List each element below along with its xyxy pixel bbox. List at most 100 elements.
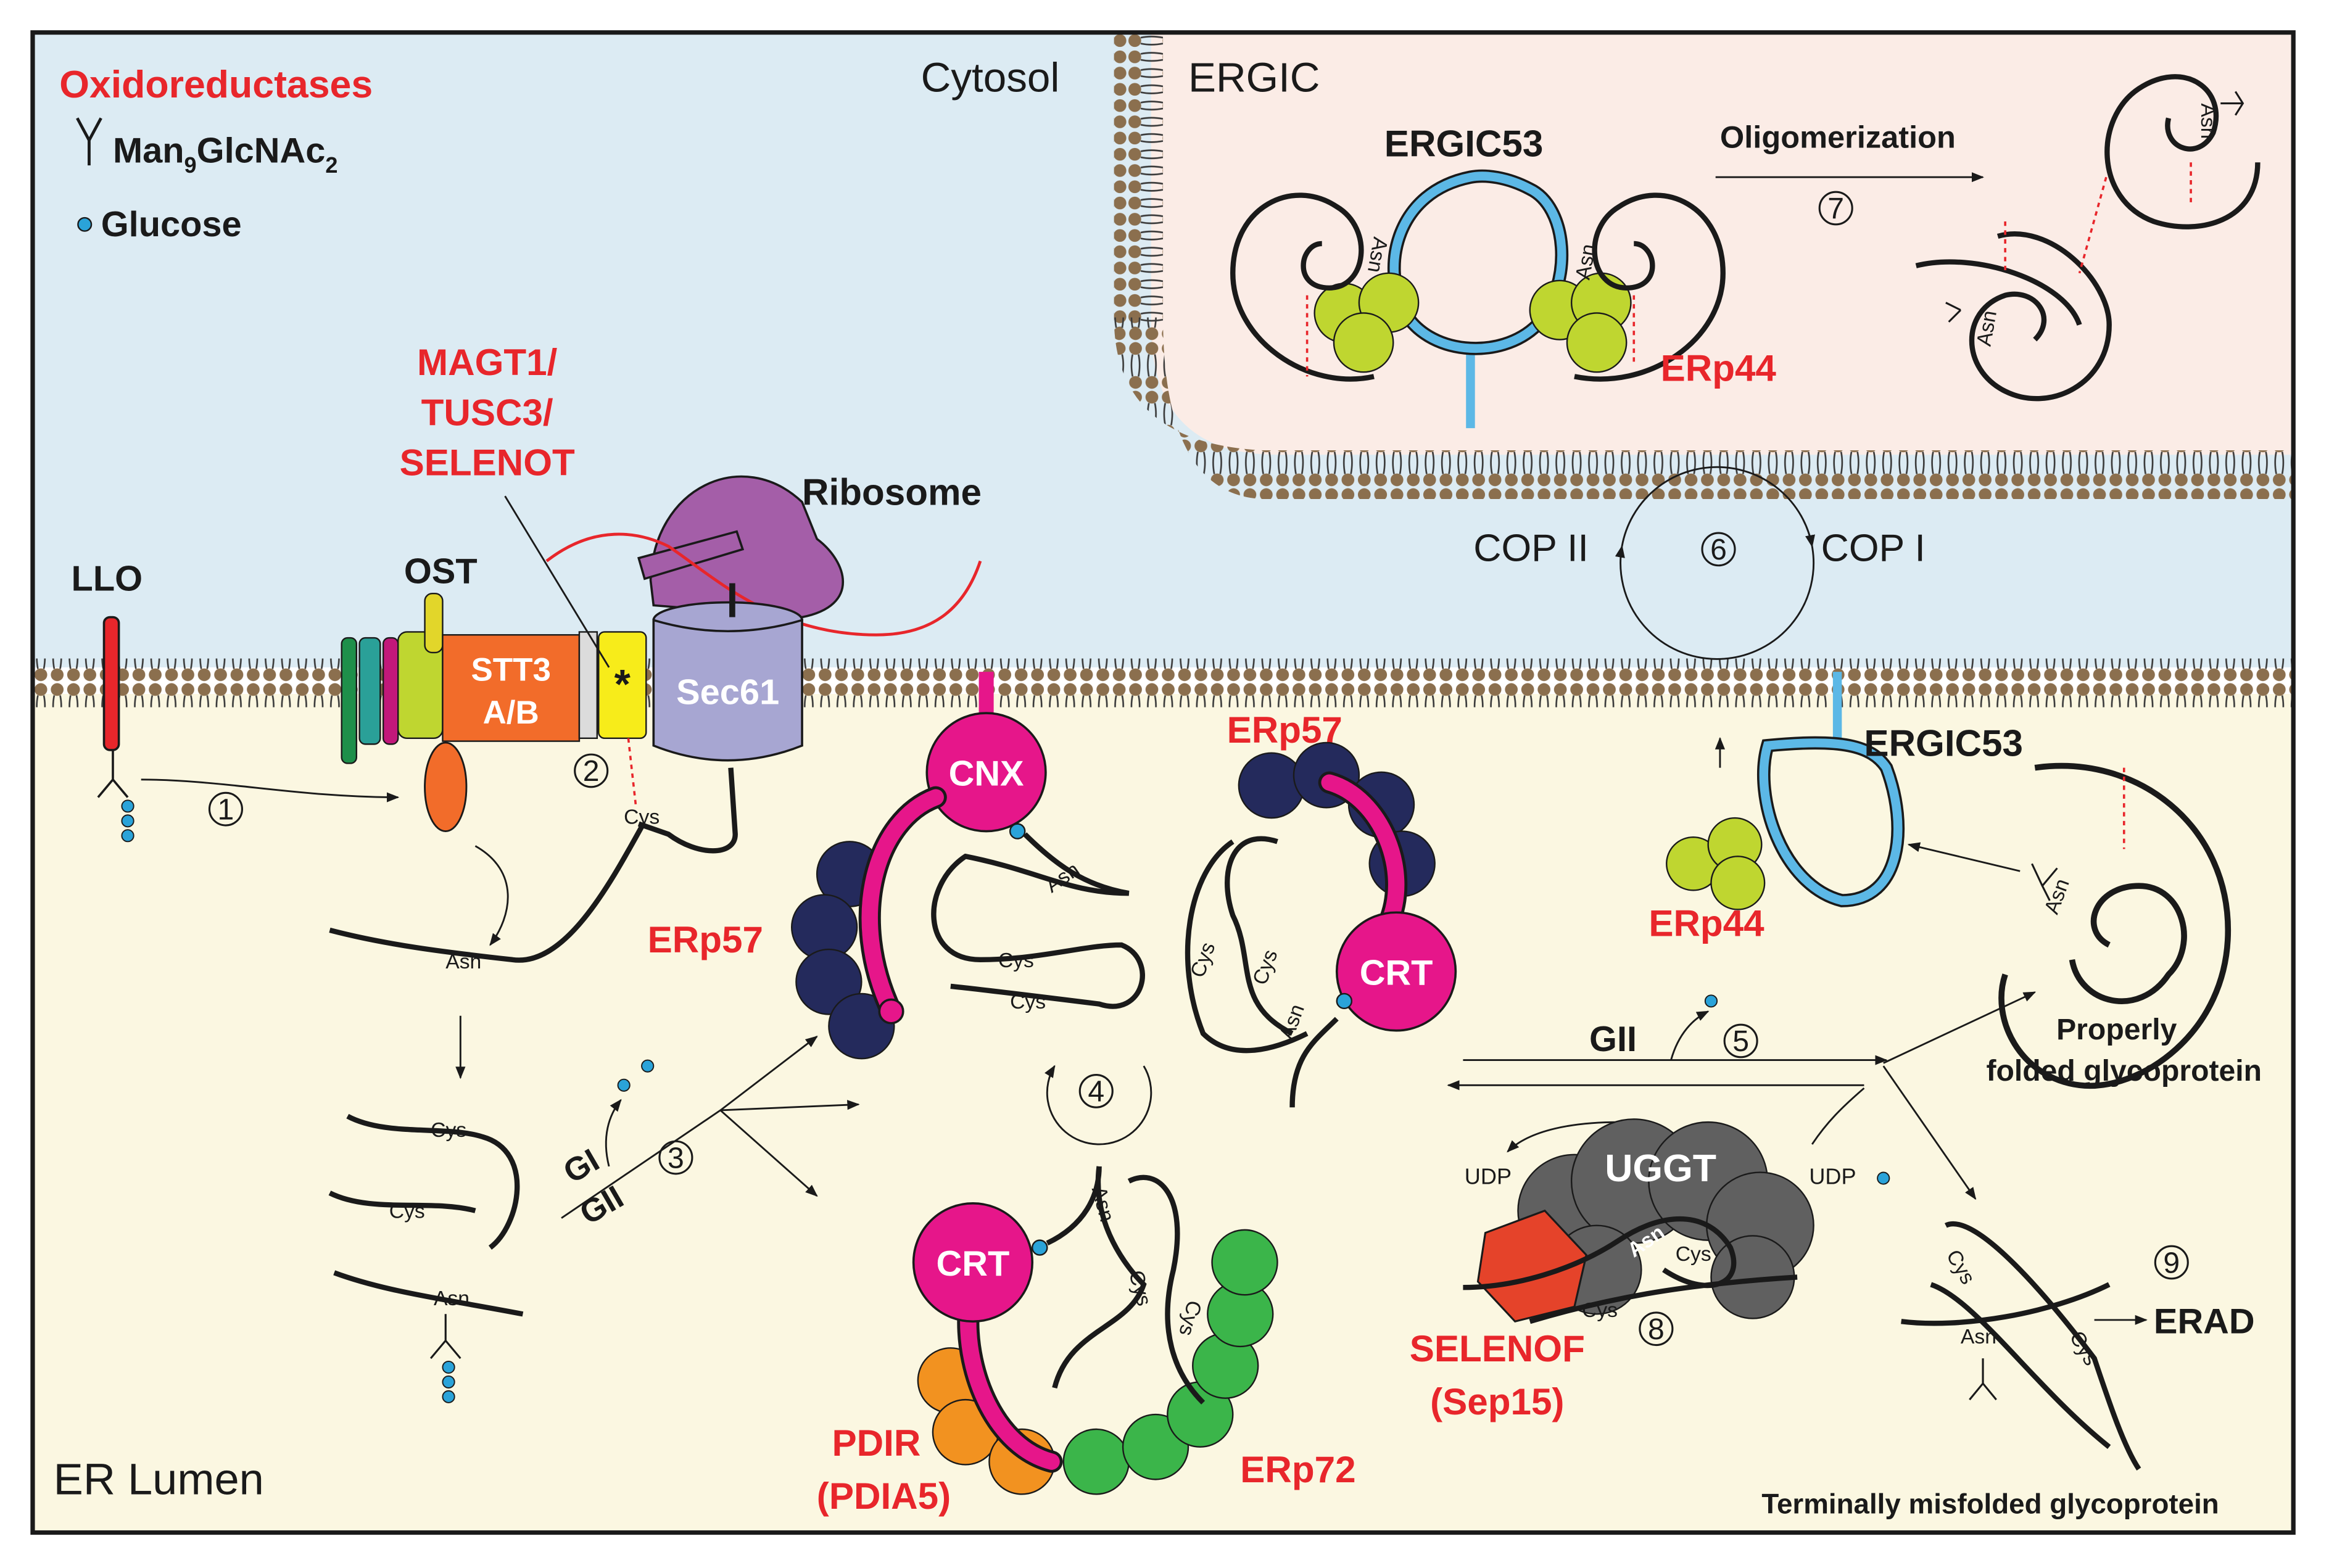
label-properly-line1: Properly [2056,1013,2177,1046]
ribosome [649,475,845,619]
cnx-p-tip [878,998,904,1025]
arrow-uggt-udp-left [1507,1121,1620,1153]
cop-cycle-top [1621,466,1815,548]
glucose-release-arrow-1 [605,1099,622,1167]
residue-cys-1: Cys [624,806,660,829]
label-selenof-line1: SELENOF [1410,1328,1585,1369]
unfolded-chain-1 [328,1113,524,1317]
oligomer-spiral-bottom [1969,231,2112,402]
residue-asn-8: Asn [1961,1326,1996,1348]
ergic-membrane-vertical [1114,32,1164,328]
legend-title: Oxidoreductases [59,64,373,106]
step-1-circle [208,791,243,827]
label-cnx: CNX [949,754,1024,794]
step-9-circle [2154,1245,2189,1280]
label-misfolded: Terminally misfolded glycoprotein [1761,1488,2219,1520]
crt-substrate-2 [1046,1166,1206,1405]
oligomer-disulfide-2 [2078,176,2108,274]
cnx-globular-domain [925,712,1047,833]
oligomer-spiral-top [2104,74,2261,229]
arrow-to-properly-folded [1883,991,2037,1064]
ost-subunit-green [341,637,358,764]
residue-cys-4: Cys [998,949,1034,972]
residue-asn-1: Asn [445,951,481,973]
cycle-4-arrow [1045,1065,1152,1145]
label-crt-2: CRT [937,1244,1010,1284]
label-stt3-line1: STT3 [471,652,550,688]
crt-glucose-1 [1336,992,1353,1010]
ost-subunit-magenta [382,637,399,745]
step-6: 6 [1710,534,1727,566]
label-stt3-line2: A/B [483,695,539,731]
label-ergic: ERGIC [1188,55,1320,101]
released-glucose-1 [617,1078,631,1092]
ergic-spiral-left [1230,192,1375,382]
label-magt1-line1: MAGT1/ [417,342,558,383]
label-properly-line2: folded glycoprotein [1986,1055,2262,1087]
released-glucose-2 [641,1059,655,1073]
step-9: 9 [2163,1247,2180,1279]
label-ost: OST [404,552,478,592]
erp44-ergic-left [1313,272,1420,373]
legend-glycan: Man9GlcNAc2 [113,131,337,178]
sec61-channel [652,618,803,762]
step-2-circle [574,753,609,788]
properly-folded-spiral [1998,762,2232,1089]
erp44-er [1666,817,1766,910]
glycosylated-chain [329,825,644,963]
ergic-spiral-right [1574,192,1726,382]
ergic53-ring-er-fill [1759,738,1903,906]
step-7-circle [1818,191,1853,226]
released-glucose-3 [1704,994,1718,1008]
residue-cys-3: Cys [389,1200,425,1223]
label-gii-2: GII [1589,1020,1637,1059]
glucose-icon [77,217,93,232]
udp-glucose [1877,1171,1890,1185]
label-erad: ERAD [2154,1302,2255,1342]
residue-cys-5: Cys [1010,991,1046,1013]
label-crt-1: CRT [1360,954,1433,993]
uggt-substrate [1463,1216,1798,1324]
label-ergic53-er: ERGIC53 [1864,723,2023,764]
step-3: 3 [668,1142,684,1174]
label-erp72: ERp72 [1240,1449,1355,1490]
arrow-to-cnx [719,1036,818,1112]
nascent-polypeptide [637,767,738,854]
ergic-membrane-curve [1114,317,2294,500]
magt1-pointer-line [504,495,610,668]
residue-cys-2: Cys [431,1119,466,1142]
label-udp-left: UDP [1465,1164,1512,1189]
erp57-beads-1 [791,841,895,1060]
misfolded-chain [1901,1221,2141,1471]
ergic-region [1151,32,2294,455]
llo-glucose-1 [121,799,134,813]
glycan-icon [76,117,102,166]
magt1-disulfide [627,738,637,805]
label-udp-right: UDP [1809,1164,1856,1189]
label-uggt: UGGT [1605,1147,1716,1190]
arrow-udp-in [1811,1087,1865,1145]
legend-glucose: Glucose [101,205,242,244]
cnx-substrate [931,832,1145,1009]
llo-anchor [102,616,120,751]
residue-cys-11: Cys [1582,1299,1618,1322]
cnx-p-domain-fill [861,789,944,1020]
step-5: 5 [1732,1025,1749,1058]
erp44-ergic-right [1529,272,1632,373]
label-selenof-line2: (Sep15) [1430,1381,1564,1422]
residue-asn-11: Asn [2196,104,2219,139]
crt-globular-domain-1 [1335,911,1457,1032]
residue-cys-10: Cys [1676,1243,1711,1266]
step-1: 1 [218,794,234,827]
erp72-beads [1062,1229,1278,1495]
crt-substrate-1 [1185,836,1339,1108]
llo-glucose-2 [121,814,134,828]
step-6-circle [1701,532,1736,567]
ost-lumenal-domain [424,741,468,833]
label-cytosol: Cytosol [921,55,1060,101]
step-7: 7 [1827,192,1844,225]
crt-glucose-2 [1032,1239,1048,1256]
chain-glycan [429,1314,461,1360]
step-5-circle [1723,1023,1758,1058]
